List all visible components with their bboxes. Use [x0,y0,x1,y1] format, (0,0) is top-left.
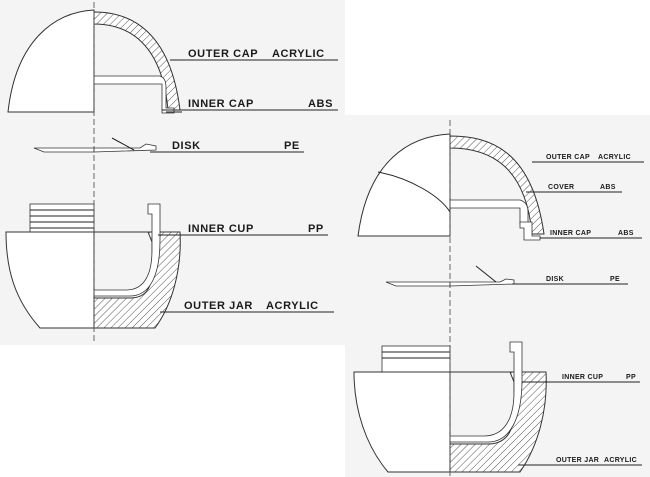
right-inner-cup-threads [381,345,451,373]
right-inner-cap-material: ABS [618,230,634,237]
right-outer-cap-section [449,135,545,235]
right-cover-material: ABS [600,184,616,191]
left-disk-tab [111,137,135,151]
right-cover-part: COVER [548,184,574,191]
left-jar-diagram: OUTER CAP ACRYLIC INNER CAP ABS DISK PE … [5,2,338,342]
right-jar-diagram: OUTER CAP ACRYLIC COVER ABS INNER CAP AB… [353,120,644,476]
left-inner-cap [93,75,175,114]
left-outer-jar-exterior [5,231,95,329]
left-inner-cup-part: INNER CUP [188,223,254,235]
right-cover [449,199,529,225]
left-disk-part: DISK [172,140,201,152]
right-outer-jar-exterior [353,371,451,473]
left-inner-cap-material: ABS [308,98,333,110]
left-disk-plain [33,147,95,153]
right-disk-material: PE [610,276,620,283]
right-outer-cap-highlight [377,171,451,213]
left-inner-cup-material: PP [308,223,324,235]
left-outer-jar-material: ACRYLIC [266,300,319,312]
right-inner-cup-part: INNER CUP [562,374,603,381]
right-inner-cap-part: INNER CAP [550,230,591,237]
left-outer-cap-exterior [7,9,95,113]
right-disk-part: DISK [546,276,564,283]
left-inner-cup-threads [29,203,95,233]
left-inner-cap-part: INNER CAP [188,98,254,110]
right-outer-jar-part: OUTER JAR [556,457,599,464]
right-outer-cap-part: OUTER CAP [546,154,590,161]
left-outer-cap-part: OUTER CAP [188,48,258,60]
right-inner-cup-material: PP [626,374,636,381]
right-disk-plain [385,281,451,287]
left-disk-material: PE [284,140,300,152]
right-inner-cap [519,221,541,241]
left-outer-cap-material: ACRYLIC [272,48,325,60]
left-outer-jar-part: OUTER JAR [184,300,253,312]
right-outer-cap-exterior [357,133,451,237]
right-outer-cap-material: ACRYLIC [598,154,631,161]
right-disk-tab [475,265,497,283]
right-outer-jar-material: ACRYLIC [604,457,637,464]
